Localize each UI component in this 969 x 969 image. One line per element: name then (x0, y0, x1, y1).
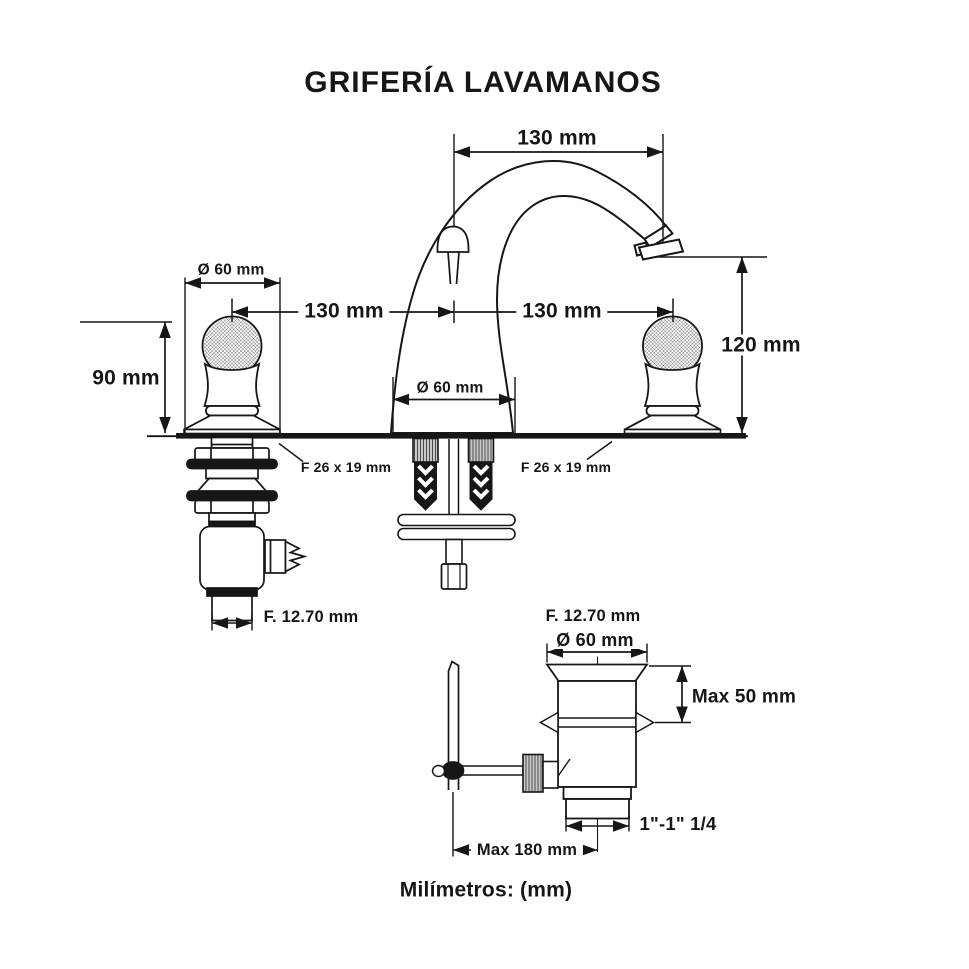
rod-ball-joint (441, 761, 465, 780)
popup-rod-knob (436, 225, 470, 285)
dim-left-spacing-label: 130 mm (298, 300, 390, 322)
left-shank-thread-label: F 26 x 19 mm (300, 459, 392, 475)
dim-spout-height-label: 120 mm (715, 334, 807, 356)
dim-drain-flange-diameter (546, 643, 648, 663)
dim-handle-height-label: 90 mm (92, 366, 160, 390)
countertop (147, 433, 748, 439)
tailpiece-thread-label: 1"-1" 1/4 (639, 812, 717, 834)
drain-collar (562, 786, 632, 800)
leader-shank-thread-right (586, 440, 613, 461)
drain-knurled-nut (522, 753, 544, 793)
spout-aerator (637, 238, 685, 261)
drain-pivot (538, 711, 656, 734)
max-rod-length-label: Max 180 mm (470, 842, 584, 859)
units-note: Milímetros: (mm) (399, 878, 573, 902)
max-deck-thickness-label: Max 50 mm (691, 686, 797, 708)
supply-hoses (397, 436, 516, 590)
horizontal-rod (457, 765, 524, 776)
mounting-bracket-bar (397, 513, 516, 527)
page-title: GRIFERÍA LAVAMANOS (304, 66, 662, 99)
right-handle (623, 315, 722, 435)
left-handle (183, 315, 281, 435)
dim-handle-diameter (184, 277, 281, 433)
dim-handle-height (80, 321, 172, 433)
right-shank-thread-label: F 26 x 19 mm (520, 459, 612, 475)
leader-shank-thread-left (278, 442, 304, 463)
bracket-nut (440, 563, 468, 590)
drain-flange (545, 663, 649, 682)
left-supply-thread-label: F. 12.70 mm (263, 607, 359, 626)
drain-flange-diameter-label: Ø 60 mm (550, 631, 640, 649)
dim-spout-reach-label: 130 mm (517, 126, 597, 150)
dim-handle-diameter-label: Ø 60 mm (197, 261, 265, 279)
right-supply-thread-label: F. 12.70 mm (545, 606, 641, 625)
dim-spout-base-diameter-label: Ø 60 mm (410, 380, 490, 396)
drain-body (557, 680, 637, 788)
faucet-spout (389, 160, 685, 434)
dim-right-spacing-label: 130 mm (516, 300, 608, 322)
left-valve-assembly (187, 438, 305, 631)
dim-max-deck (649, 665, 691, 724)
drain-tailpiece (565, 798, 630, 820)
dim-spout-reach (453, 134, 664, 243)
drain-assembly (431, 656, 656, 852)
lift-rod (431, 660, 524, 790)
mounting-bracket-bar (397, 527, 516, 541)
dim-tailpiece-thread (565, 816, 630, 832)
dim-spout-base-diameter (392, 377, 516, 433)
